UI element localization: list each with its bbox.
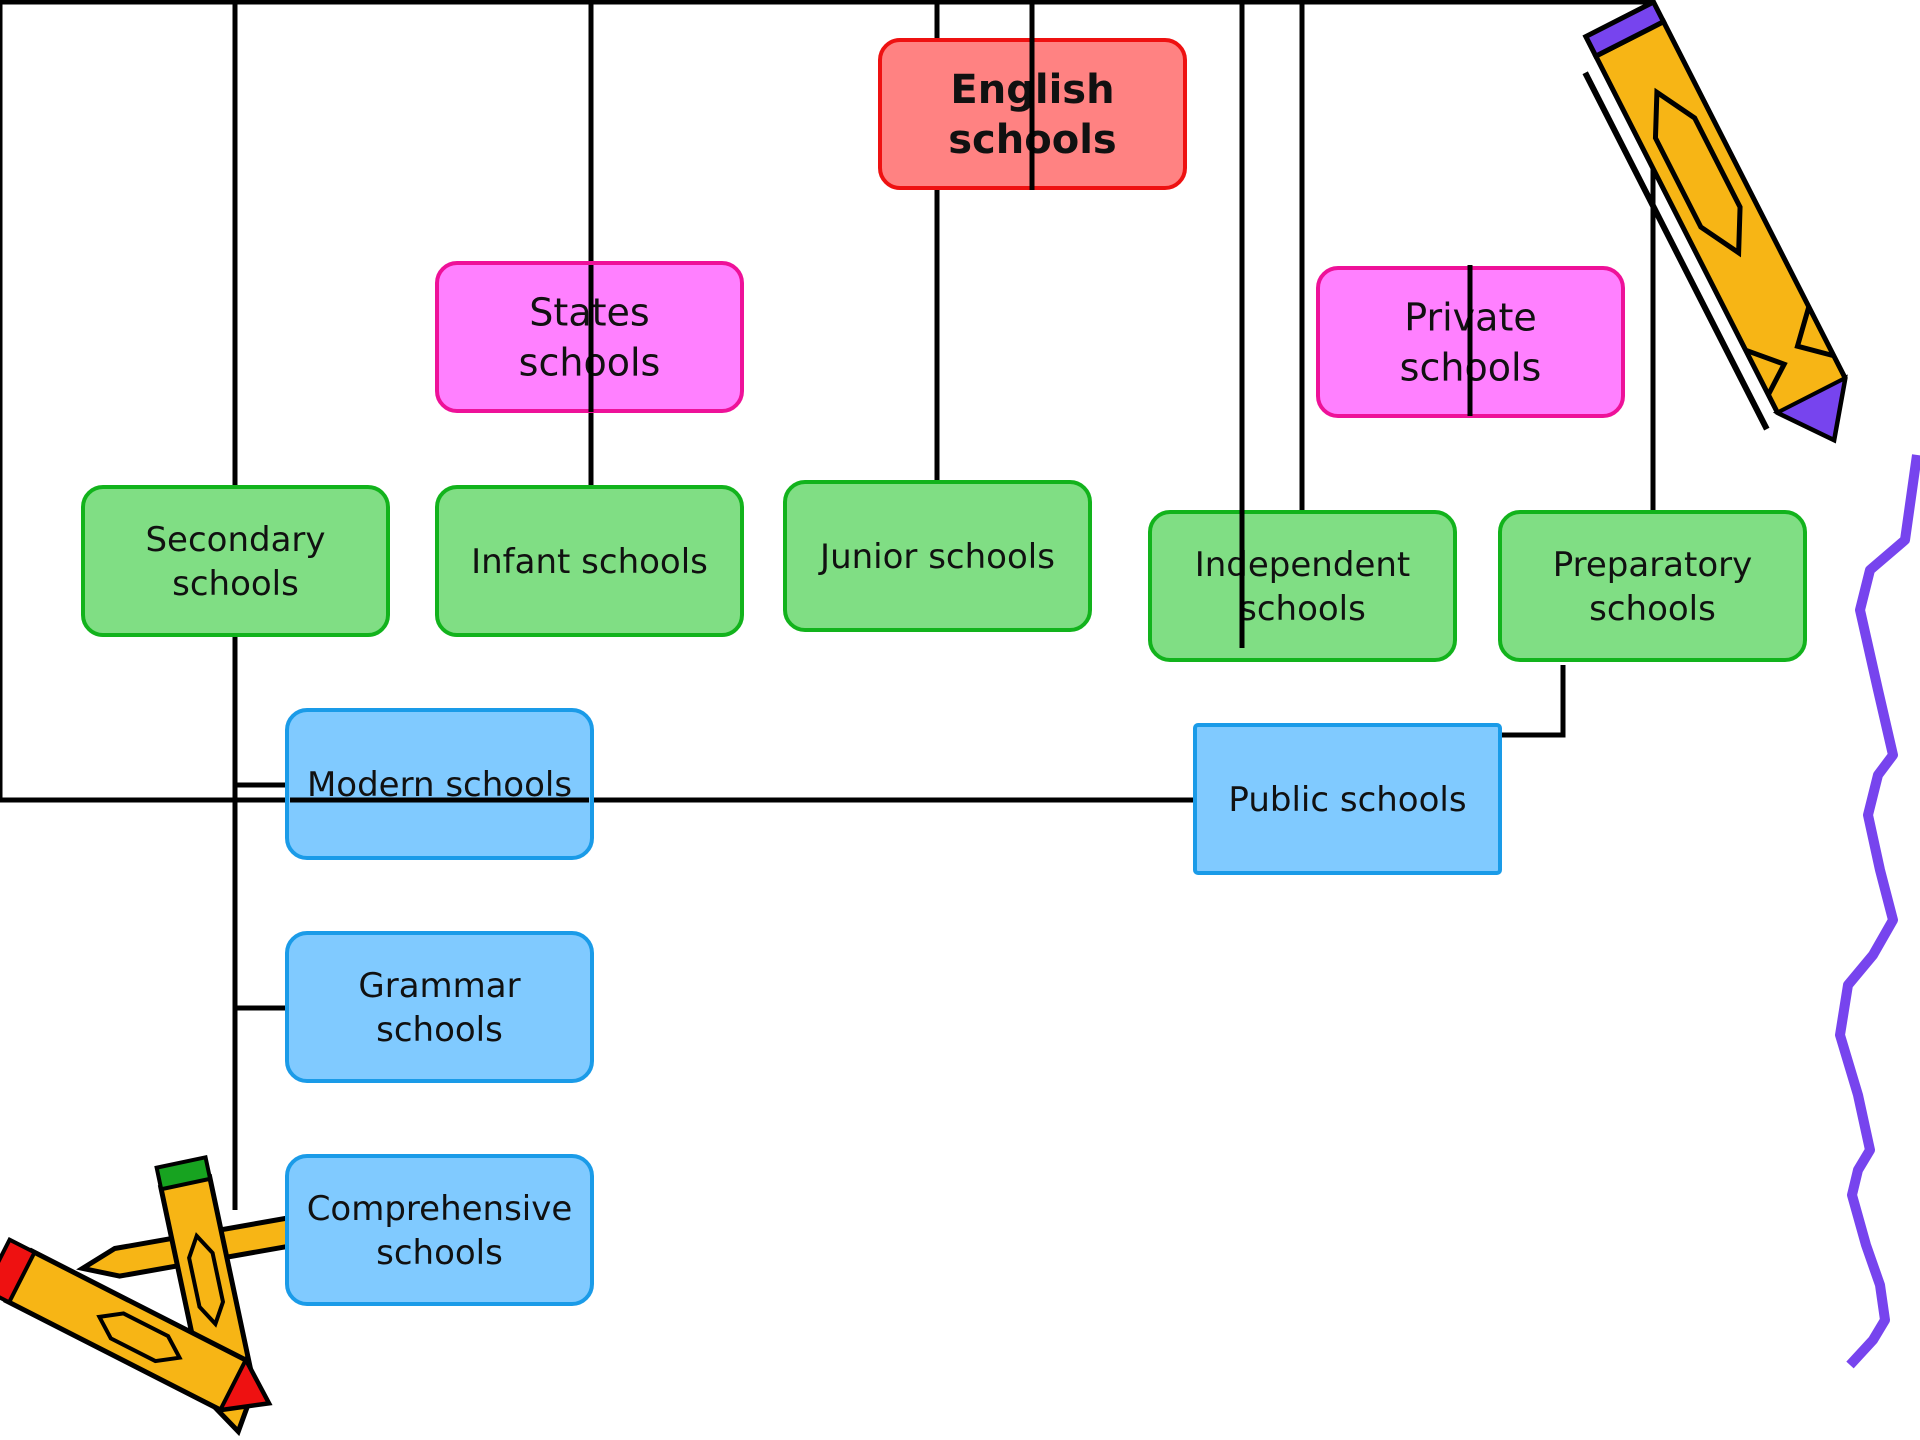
node-modern: Modern schools: [285, 708, 594, 860]
node-junior: Junior schools: [783, 480, 1092, 632]
node-label-junior-1: Junior schools: [818, 537, 1055, 577]
node-label-public-1: Public schools: [1228, 780, 1466, 820]
node-box-grammar: [285, 931, 594, 1083]
node-box-comprehensive: [285, 1154, 594, 1306]
node-box-junior: [783, 480, 1092, 632]
node-infant: Infant schools: [435, 485, 744, 637]
node-label-infant-1: Infant schools: [471, 542, 708, 582]
node-label-preparatory-1: Preparatory: [1553, 545, 1753, 585]
node-box-public: [1193, 723, 1502, 875]
connector-lines-overlay: [290, 2, 1473, 803]
node-label-independent-1: Independent: [1195, 545, 1411, 585]
node-public: Public schools: [1193, 723, 1502, 875]
node-label-secondary-1: Secondary: [145, 520, 325, 560]
squiggle-line-icon: [1835, 454, 1920, 1369]
node-label-grammar-2: schools: [376, 1010, 503, 1050]
node-box-preparatory: [1498, 510, 1807, 662]
node-box-infant: [435, 485, 744, 637]
node-label-independent-2: schools: [1239, 589, 1366, 629]
node-label-preparatory-2: schools: [1589, 589, 1716, 629]
pencil-icon: [1582, 0, 1848, 444]
nodes: EnglishschoolsStatesschoolsPrivateschool…: [81, 38, 1807, 1306]
node-label-secondary-2: schools: [172, 564, 299, 604]
node-label-comprehensive-2: schools: [376, 1233, 503, 1273]
node-label-comprehensive-1: Comprehensive: [307, 1189, 573, 1229]
node-box-secondary: [81, 485, 390, 637]
node-box-independent: [1148, 510, 1457, 662]
node-box-modern: [285, 708, 594, 860]
node-label-grammar-1: Grammar: [358, 966, 520, 1006]
